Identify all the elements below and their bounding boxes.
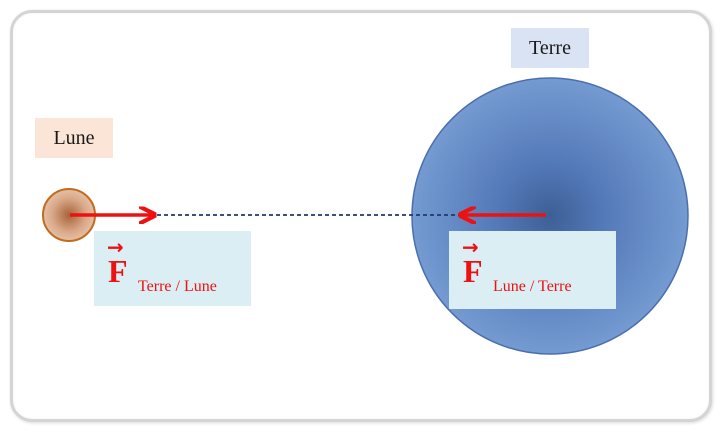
force-label-earth-on-moon: → F Terre / Lune xyxy=(94,231,251,306)
force-subscript: Terre / Lune xyxy=(138,278,217,295)
moon-label-text: Lune xyxy=(53,126,95,149)
vector-arrow-icon: → xyxy=(462,235,479,259)
force-symbol: F xyxy=(108,253,128,289)
moon-label: Lune xyxy=(35,118,113,158)
force-label-moon-on-earth: → F Lune / Terre xyxy=(449,231,616,309)
earth-label: Terre xyxy=(511,28,589,68)
vector-arrow-icon: → xyxy=(107,235,124,259)
force-subscript: Lune / Terre xyxy=(493,278,572,295)
force-symbol: F xyxy=(463,253,483,289)
earth-sphere xyxy=(411,77,689,355)
earth-label-text: Terre xyxy=(529,36,571,59)
